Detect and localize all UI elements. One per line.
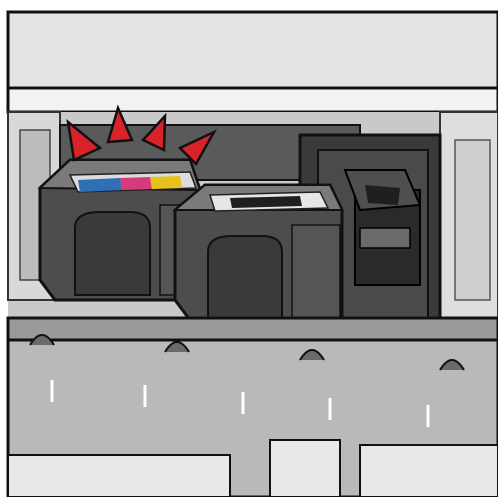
printer-top-cover — [8, 12, 498, 112]
paper-path-base — [8, 318, 498, 497]
black-cartridge — [175, 185, 342, 320]
cyan-ink-stripe — [78, 178, 122, 192]
magenta-ink-stripe — [120, 177, 152, 190]
yellow-ink-stripe — [150, 176, 182, 189]
